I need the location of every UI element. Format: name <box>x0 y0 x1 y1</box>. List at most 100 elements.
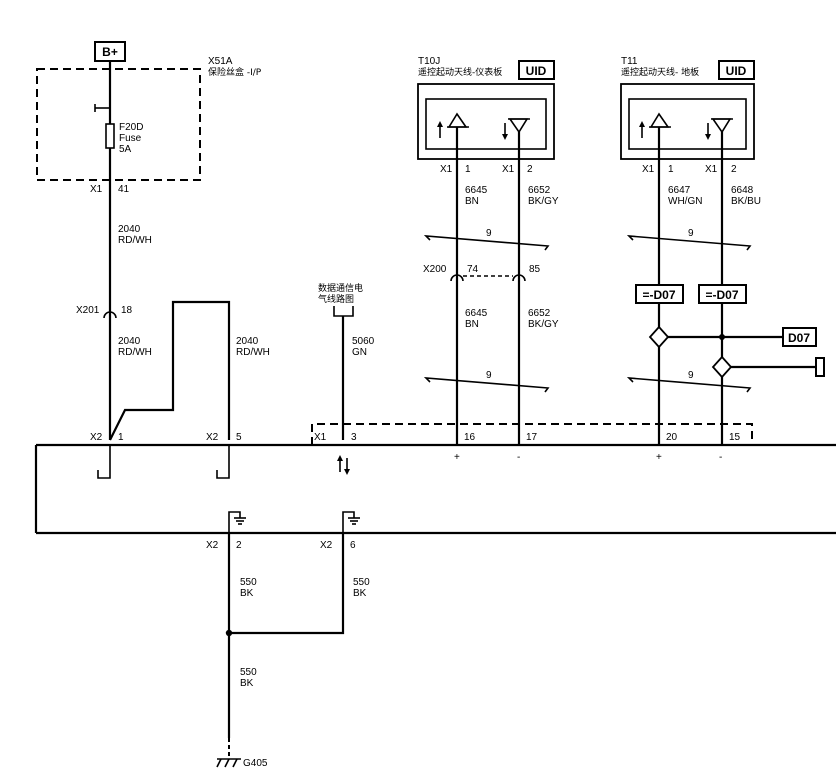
b-plus-label: B+ <box>102 45 118 59</box>
polarity-label: + <box>454 452 460 463</box>
data-comm-ref-line2: 气线路图 <box>318 293 354 305</box>
wire-color: BK/BU <box>731 196 761 207</box>
inline-connector-x201 <box>103 311 117 319</box>
ground-icon <box>342 511 360 533</box>
fuse-block-id: X51A <box>208 56 233 67</box>
wire-circuit: 550 <box>240 667 257 678</box>
pin-label: 17 <box>526 432 538 443</box>
polarity-label: + <box>656 452 662 463</box>
wire-color: BK <box>353 588 367 599</box>
fuse-block-outline <box>36 68 201 181</box>
wire-circuit: 6645 <box>465 308 488 319</box>
fuse-rating: 5A <box>119 144 132 155</box>
page-ref-bracket-icon <box>333 306 354 317</box>
pin-label: 1 <box>668 164 674 175</box>
antenna-name: 遥控起动天线- 地板 <box>621 66 699 78</box>
splice-dot <box>225 629 233 637</box>
pin-label: 3 <box>351 432 357 443</box>
twist-label: 9 <box>486 228 492 239</box>
wire-color: RD/WH <box>236 347 270 358</box>
wire-circuit: 6645 <box>465 185 488 196</box>
inline-connector-x200 <box>450 274 464 282</box>
ground-id: G405 <box>243 758 268 769</box>
connector-label: X2 <box>206 432 219 443</box>
wire-color: RD/WH <box>118 347 152 358</box>
pin-label: 2 <box>236 540 242 551</box>
wire-circuit: 550 <box>240 577 257 588</box>
pin-label: 5 <box>236 432 242 443</box>
d07-offpage-box: D07 <box>782 327 817 347</box>
antenna-icon <box>502 118 530 445</box>
wire-color: BK <box>240 678 254 689</box>
wire-color: BN <box>465 319 479 330</box>
fuse-word: Fuse <box>119 133 142 144</box>
inline-connector-id: X201 <box>76 305 100 316</box>
connector-label: X2 <box>90 432 103 443</box>
wire-circuit: 550 <box>353 577 370 588</box>
internal-terminal-icon <box>216 445 230 479</box>
twisted-pair-icon <box>626 235 752 251</box>
twist-label: 9 <box>688 228 694 239</box>
pin-label: 85 <box>529 264 541 275</box>
connector-label: X1 <box>314 432 327 443</box>
uid-badge: UID <box>718 60 755 80</box>
antenna-module-outline <box>417 83 555 160</box>
offpage-box-partial <box>815 357 825 377</box>
antenna-id: T11 <box>621 56 638 67</box>
pin-label: 1 <box>118 432 124 443</box>
antenna-name: 遥控起动天线-仪表板 <box>418 66 502 78</box>
wire-circuit: 6648 <box>731 185 754 196</box>
splice-diamond-icon <box>711 355 733 379</box>
splice-diamond-icon <box>648 325 670 349</box>
wire-circuit: 6652 <box>528 185 551 196</box>
twisted-pair-icon <box>423 235 550 251</box>
connector-label: X1 <box>502 164 515 175</box>
inline-connector-id: X200 <box>423 264 447 275</box>
antenna-module-outline <box>620 83 755 160</box>
pin-label: 6 <box>350 540 356 551</box>
antenna-module-inner <box>628 98 747 150</box>
wire-color: RD/WH <box>118 235 152 246</box>
fuse-block-pin: 41 <box>118 184 130 195</box>
connector-label: X2 <box>320 540 333 551</box>
d07-reference-box: =-D07 <box>635 284 684 304</box>
wire-color: BN <box>465 196 479 207</box>
pin-label: 2 <box>731 164 737 175</box>
antenna-module-inner <box>425 98 547 150</box>
chassis-ground-icon <box>216 758 241 768</box>
antenna-id: T10J <box>418 56 440 67</box>
svg-text:=-D07: =-D07 <box>642 288 675 302</box>
twisted-pair-icon <box>626 377 752 393</box>
wire-circuit: 5060 <box>352 336 375 347</box>
wire-circuit: 6652 <box>528 308 551 319</box>
shielded-connector-outline <box>311 423 753 445</box>
d07-reference-box: =-D07 <box>698 284 747 304</box>
polarity-label: - <box>719 452 722 463</box>
connector-label: X1 <box>440 164 453 175</box>
polarity-label: - <box>517 452 520 463</box>
ground-icon <box>228 511 246 533</box>
twist-label: 9 <box>688 370 694 381</box>
wire-color: BK <box>240 588 254 599</box>
svg-text:UID: UID <box>726 64 747 78</box>
fuse-block-connector: X1 <box>90 184 103 195</box>
antenna-icon <box>437 112 469 445</box>
b-plus-terminal: B+ <box>94 41 126 62</box>
connector-label: X1 <box>705 164 718 175</box>
uid-badge: UID <box>518 60 555 80</box>
pin-label: 2 <box>527 164 533 175</box>
fuse-block-name: 保险丝盒 -I/P <box>208 66 262 78</box>
twist-label: 9 <box>486 370 492 381</box>
connector-label: X1 <box>642 164 655 175</box>
wire-color: GN <box>352 347 367 358</box>
wire-circuit: 2040 <box>236 336 259 347</box>
jumper-wire <box>109 300 231 441</box>
pin-label: 1 <box>465 164 471 175</box>
pin-label: 16 <box>464 432 476 443</box>
inline-connector-pin: 18 <box>121 305 133 316</box>
wire-color: BK/GY <box>528 196 559 207</box>
data-comm-ref-line1: 数据通信电 <box>318 282 363 294</box>
pin-label: 74 <box>467 264 479 275</box>
wire-color: WH/GN <box>668 196 702 207</box>
